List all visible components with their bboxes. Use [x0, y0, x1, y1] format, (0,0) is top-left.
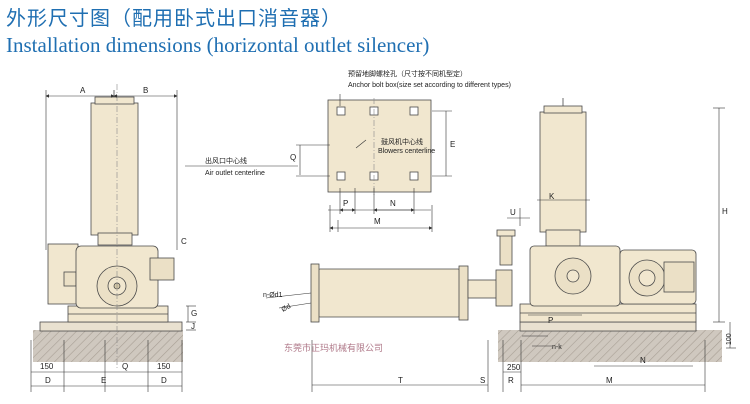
- dim-100: 100: [726, 333, 733, 345]
- dim-C: C: [181, 237, 187, 246]
- outlet-centerline-cn: 出风口中心线: [205, 156, 247, 165]
- title-english: Installation dimensions (horizontal outl…: [6, 33, 430, 57]
- dim-od: Ød: [281, 303, 293, 314]
- ground-left: [33, 330, 183, 362]
- outlet-silencer: [316, 268, 462, 318]
- dim-E-plan: E: [450, 140, 455, 149]
- dim-A: A: [80, 86, 86, 95]
- title-chinese: 外形尺寸图（配用卧式出口消音器）: [6, 6, 342, 30]
- dim-G: G: [191, 309, 197, 318]
- dim-150-left: 150: [40, 362, 54, 371]
- dim-Q-plan: Q: [290, 153, 296, 162]
- dim-P-plan: P: [343, 199, 348, 208]
- end-view-dimensions: [30, 90, 196, 392]
- dim-D-left: D: [45, 376, 51, 385]
- dim-E-left: E: [101, 376, 106, 385]
- dim-D-right: D: [161, 376, 167, 385]
- blower-centerline-en: Blowers centerline: [378, 148, 435, 155]
- dim-M-side: M: [606, 376, 613, 385]
- company-watermark: 东莞市正玛机械有限公司: [284, 342, 383, 353]
- anchor-note-cn: 预留地脚螺栓孔（尺寸按不同机型定）: [348, 69, 467, 78]
- inlet-silencer-side: [539, 111, 587, 233]
- dim-P-side: P: [548, 316, 553, 325]
- end-view: [33, 84, 183, 370]
- foundation-dimensions: [185, 110, 452, 232]
- side-view-dimensions: [265, 107, 736, 392]
- dim-n-d1: n-Ød1: [263, 292, 283, 299]
- dim-150-right: 150: [157, 362, 171, 371]
- foundation-plan: [327, 94, 432, 196]
- anchor-note-en: Anchor bolt box(size set according to di…: [348, 82, 511, 89]
- bolt-hole: [336, 106, 346, 116]
- dim-Q-left: Q: [122, 362, 128, 371]
- bolt-hole: [336, 171, 346, 181]
- dim-T: T: [398, 376, 403, 385]
- dim-J: J: [191, 322, 195, 331]
- inlet-silencer-tower: [90, 102, 139, 236]
- dim-M-plan: M: [374, 217, 381, 226]
- dim-B: B: [143, 86, 148, 95]
- dim-H: H: [722, 207, 728, 216]
- side-view: [310, 98, 722, 362]
- dim-N-plan: N: [390, 199, 396, 208]
- dim-n-k: n-k: [552, 344, 562, 351]
- dim-K: K: [549, 192, 555, 201]
- dim-S: S: [480, 376, 485, 385]
- dim-250: 250: [507, 363, 521, 372]
- bolt-hole: [409, 106, 419, 116]
- blower-centerline-cn: 鼓风机中心线: [381, 137, 423, 146]
- safety-valve: [499, 234, 513, 266]
- bolt-hole: [409, 171, 419, 181]
- dim-N-side: N: [640, 356, 646, 365]
- outlet-centerline-en: Air outlet centerline: [205, 170, 265, 177]
- ground-right: [498, 330, 722, 362]
- dim-U: U: [510, 208, 516, 217]
- dim-R: R: [508, 376, 514, 385]
